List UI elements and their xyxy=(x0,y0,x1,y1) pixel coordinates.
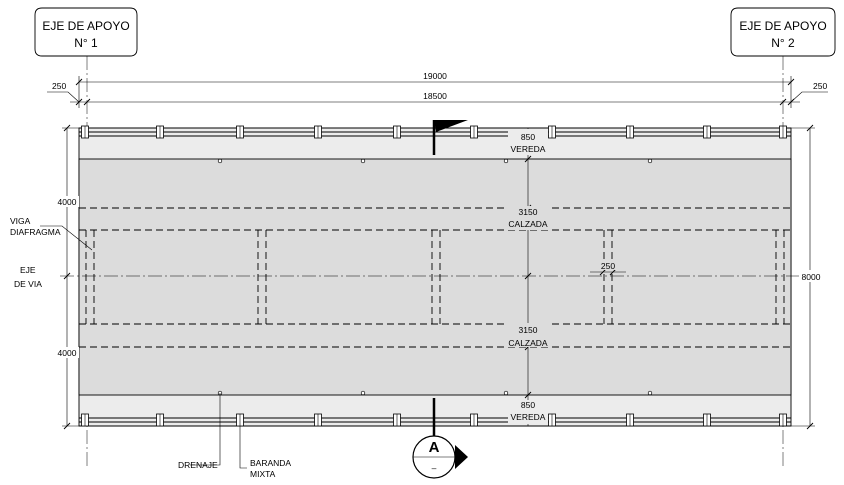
railing-posts xyxy=(81,125,787,427)
roadway-area xyxy=(78,158,792,396)
svg-text:VIGA: VIGA xyxy=(10,216,31,226)
dim-half-bottom: 4000 xyxy=(58,348,77,358)
dim-left-offset-text: 250 xyxy=(52,81,66,91)
dim-total-width: 8000 xyxy=(802,272,821,282)
svg-text:DE VIA: DE VIA xyxy=(14,279,42,289)
dimension-span: 18500 xyxy=(70,91,800,106)
label-calzada-top: CALZADA xyxy=(508,219,548,229)
drainage-points xyxy=(217,158,653,396)
dim-lane-top: 3150 xyxy=(519,207,538,217)
drain-point xyxy=(503,390,509,396)
dim-beam-width: 250 xyxy=(601,261,615,271)
center-dimension: 850 VEREDA 3150 CALZADA 3150 CALZADA 850… xyxy=(506,128,550,426)
dim-half-top: 4000 xyxy=(58,197,77,207)
drenaje-label: DRENAJE xyxy=(178,393,221,470)
diaphragms xyxy=(85,230,785,324)
support-box-2: EJE DE APOYO N° 2 xyxy=(730,7,836,57)
dim-span-text: 18500 xyxy=(423,91,447,101)
drain-point xyxy=(217,158,223,164)
support-2-line1: EJE DE APOYO xyxy=(739,19,826,33)
dimension-right-offset: 250 xyxy=(790,81,828,103)
deck-plan xyxy=(78,127,792,427)
dim-overall-text: 19000 xyxy=(423,71,447,81)
right-dimension: 8000 xyxy=(791,124,823,430)
svg-text:EJE: EJE xyxy=(20,265,36,275)
dimension-left-offset: 250 xyxy=(47,81,80,103)
dimension-overall: 19000 xyxy=(75,71,795,108)
drain-point xyxy=(503,158,509,164)
left-dimension: 4000 4000 xyxy=(55,124,79,430)
section-marker-a: A – xyxy=(412,398,468,479)
support-1-line1: EJE DE APOYO xyxy=(42,19,129,33)
eje-de-via-label: EJE DE VIA xyxy=(14,265,42,289)
dim-sidewalk-bottom: 850 xyxy=(521,400,535,410)
baranda-mixta-label: BARANDA MIXTA xyxy=(239,426,291,479)
drain-point xyxy=(360,390,366,396)
drain-point xyxy=(360,158,366,164)
dim-right-offset-text: 250 xyxy=(813,81,827,91)
dim-sidewalk-top: 850 xyxy=(521,132,535,142)
viga-diafragma-label: VIGA DIAFRAGMA xyxy=(10,216,93,251)
label-calzada-bottom: CALZADA xyxy=(508,338,548,348)
dim-lane-bottom: 3150 xyxy=(519,325,538,335)
support-2-line2: N° 2 xyxy=(771,36,795,50)
label-vereda-top: VEREDA xyxy=(511,144,546,154)
support-1-line2: N° 1 xyxy=(74,36,98,50)
flag-marker xyxy=(432,120,468,155)
section-letter: A xyxy=(429,439,440,456)
svg-text:DIAFRAGMA: DIAFRAGMA xyxy=(10,227,61,237)
drain-point xyxy=(647,158,653,164)
svg-text:DRENAJE: DRENAJE xyxy=(178,460,218,470)
label-vereda-bottom: VEREDA xyxy=(511,412,546,422)
svg-text:BARANDA: BARANDA xyxy=(250,458,291,468)
section-sub: – xyxy=(432,463,437,473)
beam-lines xyxy=(79,207,791,348)
svg-text:MIXTA: MIXTA xyxy=(250,469,276,479)
drain-point xyxy=(647,390,653,396)
support-box-1: EJE DE APOYO N° 1 xyxy=(34,7,138,57)
beam-width-dimension: 250 xyxy=(590,261,626,276)
